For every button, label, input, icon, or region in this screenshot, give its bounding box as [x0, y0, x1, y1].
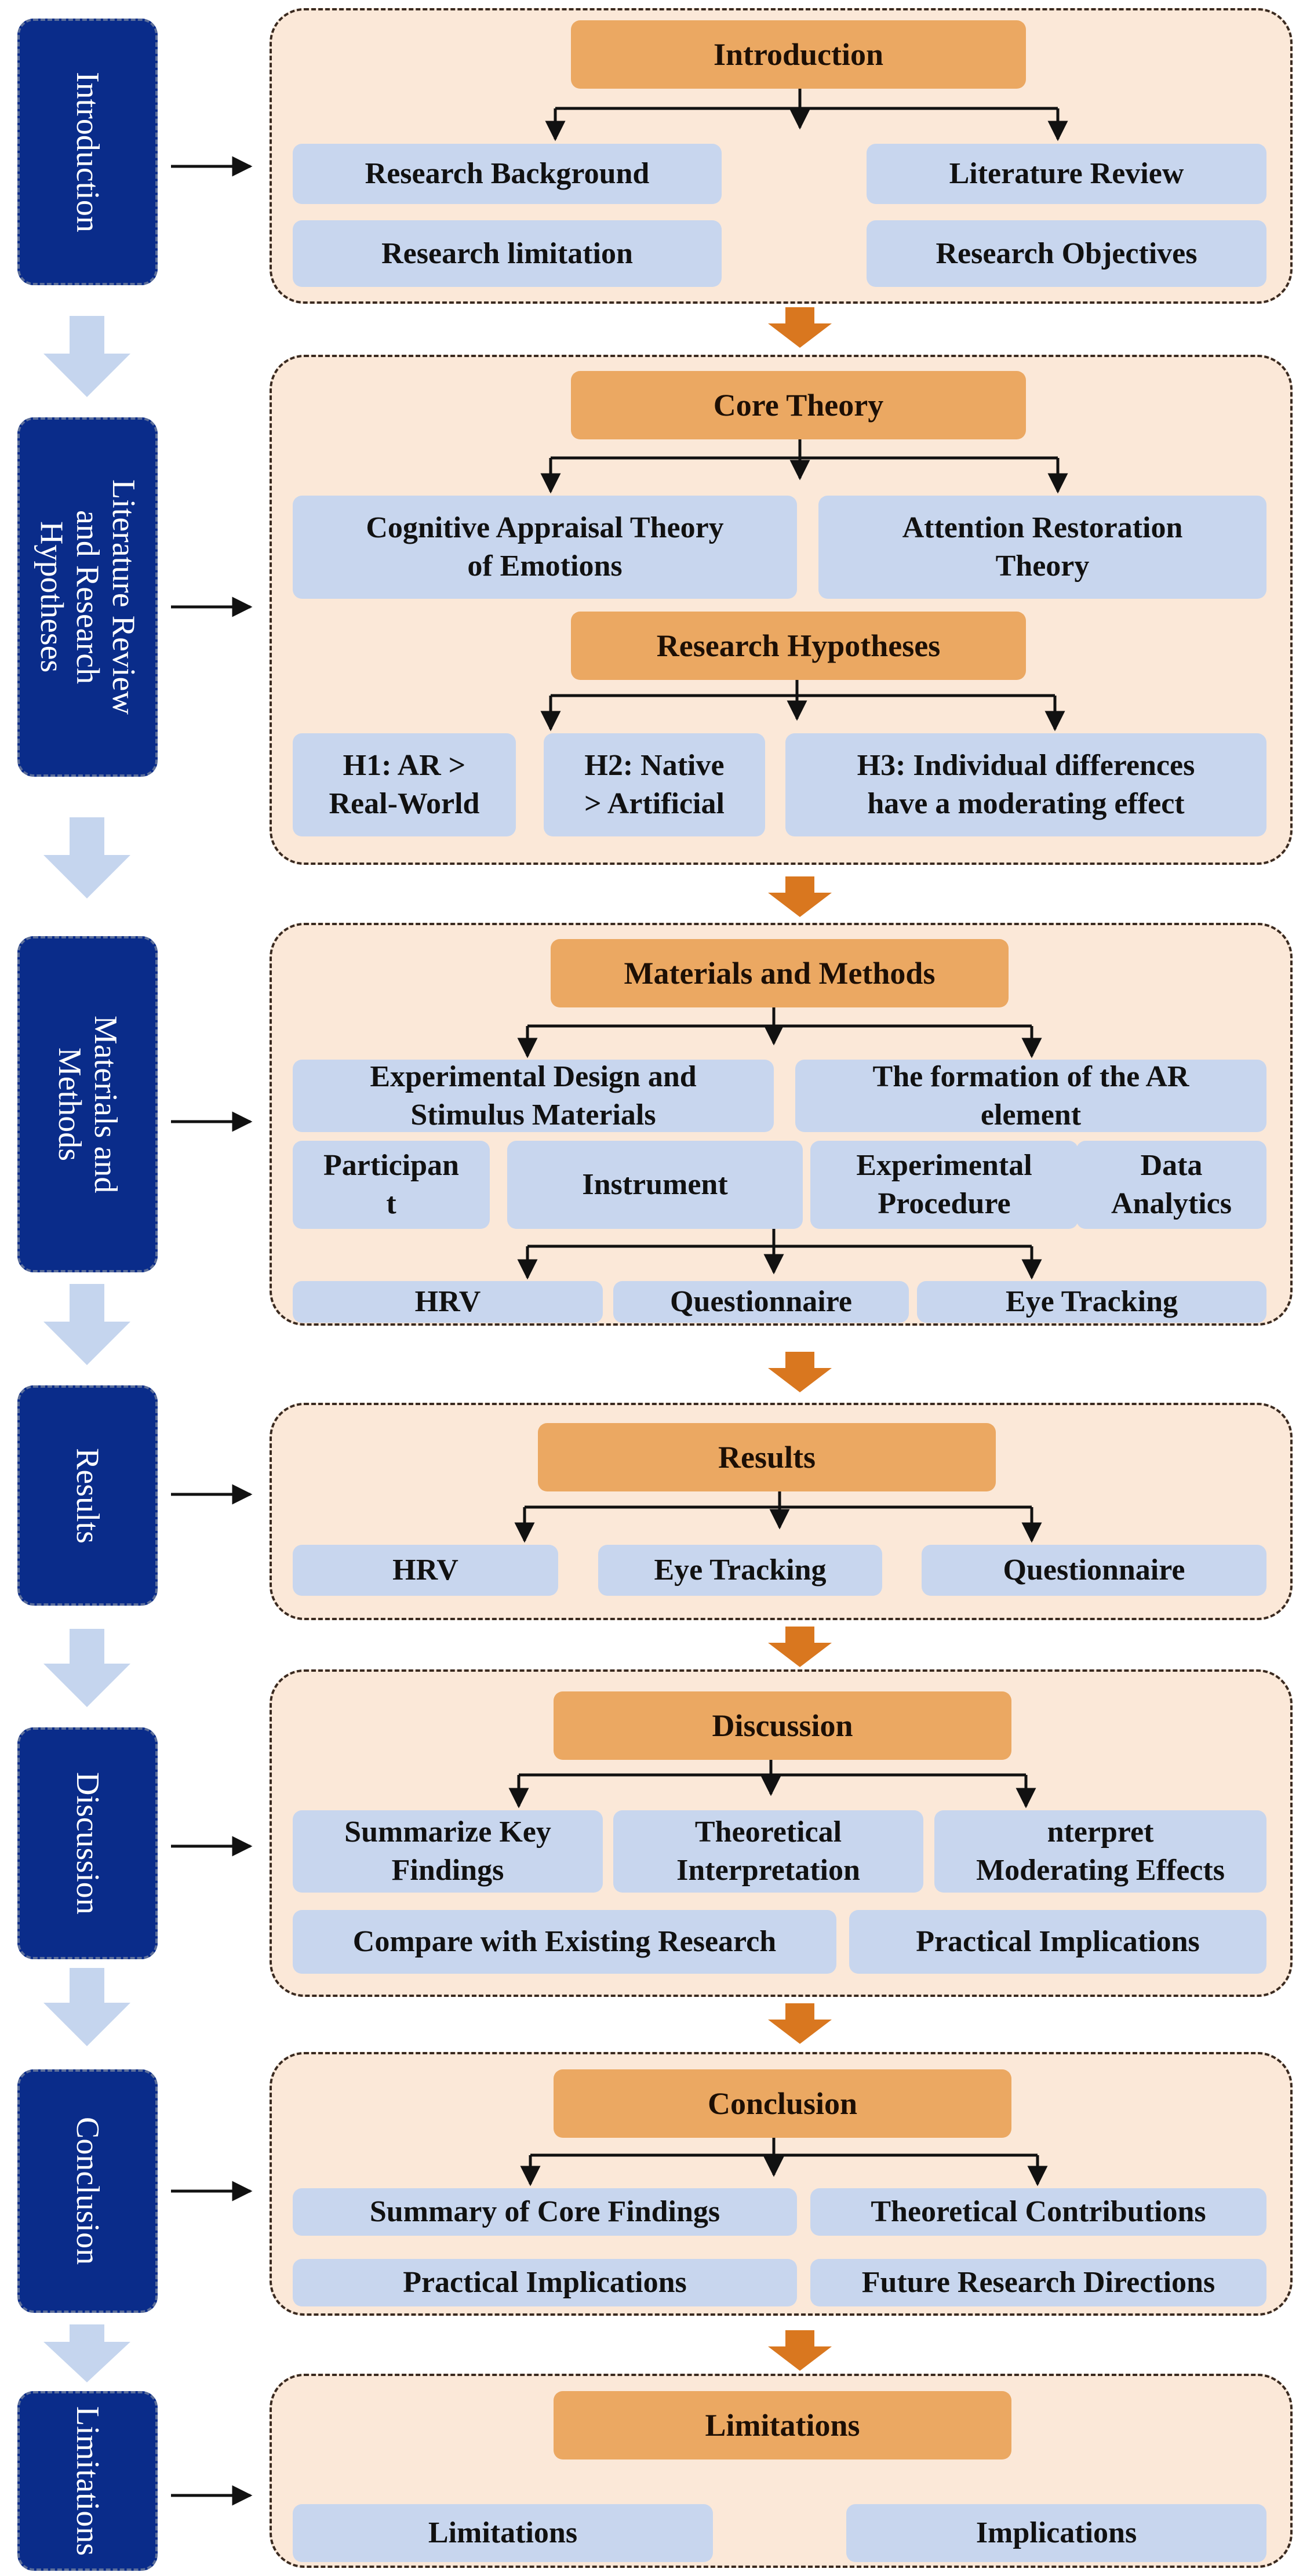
stage-discussion: Discussion: [17, 1727, 158, 1959]
down-arrow: [768, 1627, 832, 1667]
item-summarize-key-findings: Summarize Key Findings: [293, 1810, 603, 1893]
stage-conclusion: Conclusion: [17, 2069, 158, 2313]
item-research-background: Research Background: [293, 144, 722, 204]
item-implications: Implications: [846, 2504, 1266, 2562]
item-conclusion-practical-implications: Practical Implications: [293, 2259, 797, 2306]
item-results-questionnaire: Questionnaire: [922, 1545, 1266, 1596]
stage-limitations: Limitations: [17, 2391, 158, 2571]
stage-down-arrow: [43, 316, 130, 397]
item-attention-restoration-theory: Attention Restoration Theory: [818, 496, 1266, 599]
stage-down-arrow: [43, 817, 130, 898]
item-hypothesis-h1: H1: AR > Real-World: [293, 733, 516, 836]
item-future-research-directions: Future Research Directions: [810, 2259, 1266, 2306]
stage-label: Literature Review and Research Hypothese…: [34, 479, 141, 715]
item-measure-hrv: HRV: [293, 1281, 603, 1323]
stage-label: Materials and Methods: [52, 1015, 123, 1194]
item-interpret-moderating-effects: nterpret Moderating Effects: [934, 1810, 1266, 1893]
down-arrow: [768, 1352, 832, 1392]
core-theory-header: Core Theory: [571, 371, 1026, 439]
stage-label: Limitations: [70, 2406, 105, 2556]
item-hypothesis-h3: H3: Individual differences have a modera…: [785, 733, 1266, 836]
item-summary-core-findings: Summary of Core Findings: [293, 2188, 797, 2236]
item-experimental-design: Experimental Design and Stimulus Materia…: [293, 1060, 774, 1132]
item-ar-element-formation: The formation of the AR element: [795, 1060, 1266, 1132]
results-header: Results: [538, 1423, 996, 1491]
item-research-objectives: Research Objectives: [867, 220, 1266, 287]
stage-label: Results: [70, 1447, 105, 1544]
research-hypotheses-header: Research Hypotheses: [571, 612, 1026, 680]
item-instrument: Instrument: [507, 1141, 803, 1229]
conclusion-header: Conclusion: [554, 2069, 1011, 2138]
item-experimental-procedure: Experimental Procedure: [810, 1141, 1078, 1229]
discussion-header: Discussion: [554, 1691, 1011, 1760]
stage-materials-methods: Materials and Methods: [17, 936, 158, 1272]
item-theoretical-interpretation: Theoretical Interpretation: [613, 1810, 923, 1893]
limitations-header: Limitations: [554, 2391, 1011, 2459]
item-measure-eye-tracking: Eye Tracking: [917, 1281, 1266, 1323]
down-arrow: [768, 876, 832, 917]
item-discussion-practical-implications: Practical Implications: [849, 1910, 1266, 1974]
item-cognitive-appraisal-theory: Cognitive Appraisal Theory of Emotions: [293, 496, 797, 599]
item-research-limitation: Research limitation: [293, 220, 722, 287]
item-results-eye-tracking: Eye Tracking: [598, 1545, 882, 1596]
down-arrow: [768, 2330, 832, 2371]
stage-down-arrow: [43, 1629, 130, 1707]
stage-introduction: Introduction: [17, 19, 158, 285]
item-compare-existing-research: Compare with Existing Research: [293, 1910, 836, 1974]
item-data-analytics: Data Analytics: [1076, 1141, 1266, 1229]
stage-down-arrow: [43, 1284, 130, 1365]
materials-methods-header: Materials and Methods: [551, 939, 1009, 1007]
item-participant: Participan t: [293, 1141, 490, 1229]
stage-label: Discussion: [70, 1772, 105, 1915]
stage-down-arrow: [43, 2324, 130, 2382]
item-theoretical-contributions: Theoretical Contributions: [810, 2188, 1266, 2236]
item-limitations: Limitations: [293, 2504, 713, 2562]
stage-label: Introduction: [70, 71, 105, 232]
item-results-hrv: HRV: [293, 1545, 558, 1596]
introduction-header: Introduction: [571, 20, 1026, 89]
down-arrow: [768, 2003, 832, 2044]
item-hypothesis-h2: H2: Native > Artificial: [544, 733, 765, 836]
stage-literature-review: Literature Review and Research Hypothese…: [17, 417, 158, 777]
item-measure-questionnaire: Questionnaire: [613, 1281, 909, 1323]
stage-results: Results: [17, 1385, 158, 1606]
stage-down-arrow: [43, 1968, 130, 2046]
down-arrow: [768, 307, 832, 348]
item-literature-review: Literature Review: [867, 144, 1266, 204]
stage-label: Conclusion: [70, 2117, 105, 2265]
